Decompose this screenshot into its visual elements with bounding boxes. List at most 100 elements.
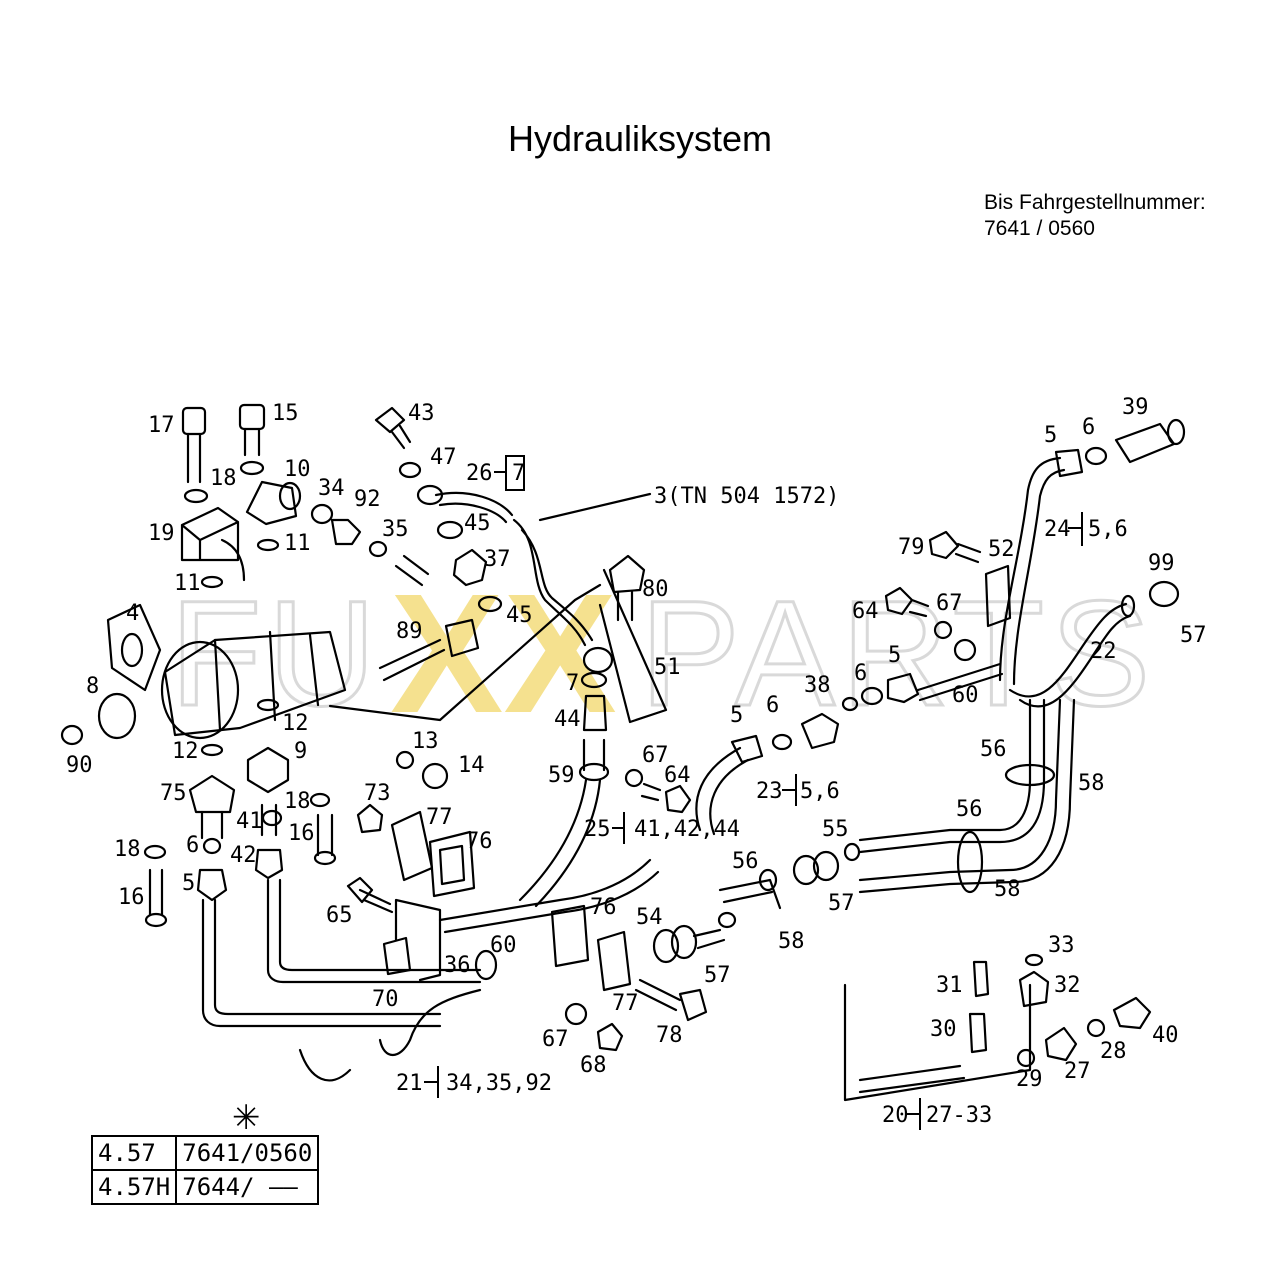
watermark-mid: XX: [390, 559, 617, 749]
callout-17: 17: [148, 413, 175, 438]
callout-58c: 58: [994, 877, 1021, 902]
table-row: 4.57H 7644/ ——: [90, 1169, 320, 1205]
callout-99: 99: [1148, 551, 1175, 576]
watermark: FU XX PARTS: [169, 559, 1156, 749]
callout-31: 31: [936, 973, 963, 998]
callout-26-ref: 7: [512, 461, 525, 486]
callout-68: 68: [580, 1053, 607, 1078]
callout-22: 22: [1090, 639, 1117, 664]
pipe-26: [434, 491, 514, 524]
pipe-3: [512, 518, 594, 647]
callout-5b: 5: [730, 703, 743, 728]
pipe-23: [695, 746, 750, 836]
callout-60a: 60: [490, 933, 517, 958]
callout-60b: 60: [952, 683, 979, 708]
callout-27: 27: [1064, 1059, 1091, 1084]
pipe-20: [843, 983, 1032, 1102]
callout-15: 15: [272, 401, 299, 426]
callout-36: 36: [444, 953, 471, 978]
callout-64b: 64: [852, 599, 879, 624]
callout-6a: 6: [186, 833, 199, 858]
callout-21: 21: [396, 1071, 423, 1096]
callout-45b: 45: [506, 603, 533, 628]
callout-20: 20: [882, 1103, 909, 1128]
callout-28: 28: [1100, 1039, 1127, 1064]
bolt-17: [181, 406, 207, 436]
coupling-8: [97, 692, 137, 740]
callout-5d: 5: [1044, 423, 1057, 448]
callout-54: 54: [636, 905, 663, 930]
callout-24-ref: 5,6: [1088, 517, 1128, 542]
callout-57c: 57: [1180, 623, 1207, 648]
callout-38: 38: [804, 673, 831, 698]
serial-range: Bis Fahrgestellnummer: 7641 / 0560: [984, 190, 1206, 242]
callout-90: 90: [66, 753, 93, 778]
callout-51: 51: [654, 655, 681, 680]
callout-56a: 56: [732, 849, 759, 874]
callout-30: 30: [930, 1017, 957, 1042]
callout-25: 25: [584, 817, 611, 842]
callout-57b: 57: [828, 891, 855, 916]
callout-64a: 64: [664, 763, 691, 788]
callout-77b: 77: [612, 991, 639, 1016]
callout-77a: 77: [426, 805, 453, 830]
callout-75: 75: [160, 781, 187, 806]
callout-42: 42: [230, 843, 257, 868]
callout-11b: 11: [174, 571, 201, 596]
callout-92: 92: [354, 487, 381, 512]
callout-10: 10: [284, 457, 311, 482]
callout-33: 33: [1048, 933, 1075, 958]
callout-12b: 12: [172, 739, 199, 764]
callout-13: 13: [412, 729, 439, 754]
callout-45a: 45: [464, 511, 491, 536]
callout-56c: 56: [956, 797, 983, 822]
callout-41: 41: [236, 809, 263, 834]
callout-52: 52: [988, 537, 1015, 562]
callout-58a: 58: [778, 929, 805, 954]
pump-flange-4: [106, 603, 162, 692]
callout-56b: 56: [980, 737, 1007, 762]
callout-73: 73: [364, 781, 391, 806]
serial-range-value: 7641 / 0560: [984, 217, 1095, 240]
callout-80: 80: [642, 577, 669, 602]
model-cell: 4.57H: [90, 1169, 178, 1205]
ref-brackets: [424, 455, 1083, 1130]
callout-21-ref: 34,35,92: [446, 1071, 552, 1096]
callout-39: 39: [1122, 395, 1149, 420]
callout-78: 78: [656, 1023, 683, 1048]
callout-6b: 6: [766, 693, 779, 718]
callout-59: 59: [548, 763, 575, 788]
model-cell: 4.57: [90, 1135, 178, 1171]
callout-89: 89: [396, 619, 423, 644]
callout-19: 19: [148, 521, 175, 546]
bolt-15: [238, 403, 266, 431]
pipe-22: [1008, 602, 1132, 708]
serial-range-label: Bis Fahrgestellnummer:: [984, 191, 1206, 214]
callout-67a: 67: [642, 743, 669, 768]
callout-9: 9: [294, 739, 307, 764]
callout-23-ref: 5,6: [800, 779, 840, 804]
callout-37: 37: [484, 547, 511, 572]
watermark-right: PARTS: [640, 569, 1156, 737]
callout-12a: 12: [282, 711, 309, 736]
callout-34: 34: [318, 476, 345, 501]
callout-26: 26: [466, 461, 493, 486]
asterisk-marker: ✳: [232, 1098, 261, 1138]
callout-8: 8: [86, 674, 99, 699]
bracket-36: [394, 898, 442, 982]
watermark-left: FU: [170, 569, 382, 737]
callout-57a: 57: [704, 963, 731, 988]
callout-5a: 5: [182, 871, 195, 896]
callout-24: 24: [1044, 517, 1071, 542]
callout-7: 7: [566, 671, 579, 696]
callout-67b: 67: [542, 1027, 569, 1052]
callout-11a: 11: [284, 531, 311, 556]
callout-4: 4: [126, 601, 139, 626]
callout-43: 43: [408, 401, 435, 426]
callout-76b: 76: [590, 895, 617, 920]
callout-29: 29: [1016, 1067, 1043, 1092]
pipe-24: [998, 456, 1066, 686]
callout-23: 23: [756, 779, 783, 804]
serial-cell: 7641/0560: [175, 1135, 320, 1171]
